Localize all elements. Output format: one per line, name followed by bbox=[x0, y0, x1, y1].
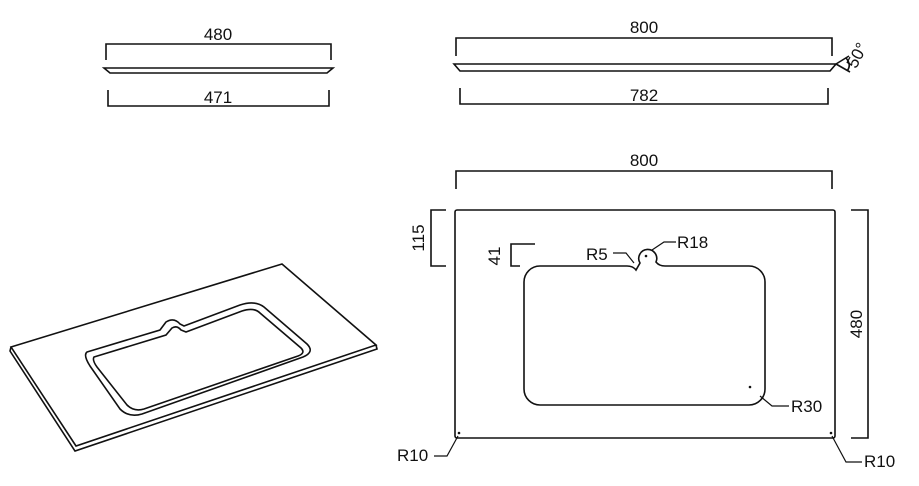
dimension-label-800-top: 800 bbox=[630, 18, 658, 37]
angle-label: 50° bbox=[843, 40, 872, 72]
basin-iso-inner bbox=[92, 308, 304, 411]
radius-label-r10-left: R10 bbox=[397, 446, 428, 465]
dimension-label-800-plan: 800 bbox=[630, 151, 658, 170]
dimension-bracket-800-top bbox=[455, 37, 833, 56]
top-view: 800 480 115 41 R5 R18 R30 R10 R10 bbox=[397, 151, 895, 471]
dimension-bracket-782 bbox=[459, 88, 829, 105]
side-profile-long bbox=[452, 63, 838, 72]
dimension-bracket-800-plan bbox=[455, 170, 833, 189]
leader-r10-left bbox=[434, 435, 459, 457]
leader-r5 bbox=[613, 252, 635, 264]
side-profile-short bbox=[101, 67, 336, 74]
side-view-long: 800 50° 782 bbox=[452, 18, 872, 105]
dimension-bracket-480-plan bbox=[851, 209, 869, 439]
overflow-center-point bbox=[644, 254, 648, 258]
leader-r30 bbox=[759, 395, 789, 407]
radius-label-r18: R18 bbox=[677, 233, 708, 252]
angle-marker bbox=[835, 55, 851, 73]
dimension-label-471: 471 bbox=[204, 88, 232, 107]
countertop-iso-top bbox=[9, 263, 378, 447]
leader-r18 bbox=[651, 241, 676, 251]
basin-outline bbox=[523, 248, 766, 406]
leader-r10-right bbox=[831, 435, 862, 463]
dimension-bracket-115 bbox=[430, 209, 446, 267]
basin-corner-point bbox=[748, 385, 752, 389]
side-view-short: 480 471 bbox=[101, 25, 336, 107]
radius-label-r30: R30 bbox=[791, 397, 822, 416]
basin-iso-rim bbox=[84, 302, 311, 416]
dimension-bracket-480 bbox=[105, 43, 332, 60]
corner-point-right bbox=[829, 431, 833, 435]
dimension-label-480: 480 bbox=[204, 25, 232, 44]
dimension-label-480-plan: 480 bbox=[847, 310, 866, 338]
dimension-bracket-471 bbox=[107, 90, 330, 107]
countertop-outline bbox=[454, 209, 836, 439]
isometric-view bbox=[9, 263, 378, 452]
dimension-label-782: 782 bbox=[630, 86, 658, 105]
dimension-bracket-41 bbox=[510, 243, 535, 267]
dimension-label-115: 115 bbox=[409, 224, 428, 251]
corner-point-left bbox=[457, 431, 461, 435]
dimension-label-41: 41 bbox=[485, 247, 504, 266]
radius-label-r5: R5 bbox=[586, 245, 608, 264]
countertop-iso-thickness bbox=[9, 344, 378, 452]
radius-label-r10-right: R10 bbox=[864, 452, 895, 471]
